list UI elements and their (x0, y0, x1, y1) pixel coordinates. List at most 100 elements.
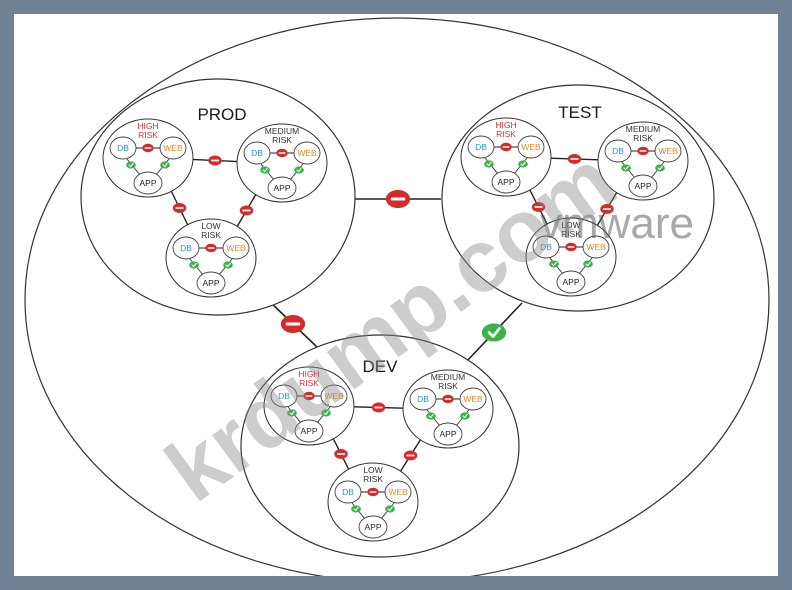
allow-icon-check (387, 506, 393, 512)
deny-icon-bar (603, 208, 611, 210)
web-node: WEB (159, 136, 187, 160)
app-node-circle (556, 270, 586, 294)
deny-icon-bar (502, 146, 510, 148)
deny-icon (371, 402, 386, 413)
db-node-circle (334, 480, 362, 504)
deny-icon (276, 148, 288, 158)
web-node-circle (222, 236, 250, 260)
link-prod-test (355, 190, 441, 208)
zone-risk-label: RISK (138, 130, 158, 140)
db-node-label: DB (180, 243, 192, 253)
web-node-circle (459, 387, 487, 411)
db-node-label: DB (342, 487, 354, 497)
web-node: WEB (654, 139, 682, 163)
allow-icon-shape (160, 161, 170, 169)
deny-icon (239, 205, 254, 216)
allow-icon-check (262, 167, 268, 173)
deny-icon (208, 155, 222, 166)
deny-icon (500, 142, 512, 152)
zone-risk-label: RISK (299, 378, 319, 388)
allow-icon (160, 161, 170, 169)
allow-icon-shape (294, 166, 304, 174)
deny-icon-bar (144, 147, 152, 149)
allow-icon-check (128, 162, 134, 168)
zone-risk-label: LOW (561, 220, 580, 230)
db-node: DB (172, 236, 200, 260)
web-node-circle (582, 235, 610, 259)
db-node: DB (532, 235, 560, 259)
deny-icon (280, 315, 306, 333)
db-node: DB (243, 141, 271, 165)
allow-icon-check (428, 413, 434, 419)
web-node-label: WEB (521, 142, 541, 152)
allow-icon-check (162, 162, 168, 168)
web-node: WEB (320, 384, 348, 408)
allow-icon-shape (426, 412, 436, 420)
deny-icon (403, 450, 418, 461)
deny-icon (565, 242, 577, 252)
web-node-label: WEB (324, 391, 344, 401)
environment-label: PROD (197, 105, 246, 124)
deny-icon-bar (390, 197, 406, 201)
db-node-label: DB (612, 146, 624, 156)
web-node-label: WEB (297, 148, 317, 158)
allow-icon-check (623, 165, 629, 171)
deny-icon (172, 203, 187, 213)
zone-risk-label: HIGH (298, 369, 319, 379)
zone-risk-label: RISK (363, 474, 383, 484)
deny-icon-bar (207, 247, 215, 249)
db-node: DB (409, 387, 437, 411)
deny-icon-bar (406, 454, 415, 457)
allow-icon-shape (126, 161, 136, 169)
app-node: APP (196, 271, 226, 295)
deny-icon (385, 190, 411, 208)
allow-icon-check (191, 262, 197, 268)
app-node-circle (267, 176, 297, 200)
web-node: WEB (582, 235, 610, 259)
allow-icon (655, 164, 665, 172)
allow-icon (621, 164, 631, 172)
zone-risk-label: RISK (438, 381, 458, 391)
allow-icon-check (551, 261, 557, 267)
deny-icon (367, 487, 379, 497)
app-node-label: APP (634, 181, 651, 191)
app-node-circle (491, 170, 521, 194)
db-node-circle (604, 139, 632, 163)
web-node-circle (654, 139, 682, 163)
allow-icon-check (289, 410, 295, 416)
allow-icon-shape (385, 505, 395, 513)
deny-icon (334, 449, 348, 459)
allow-icon-shape (223, 261, 233, 269)
deny-icon-bar (305, 395, 313, 397)
allow-icon (518, 160, 528, 168)
outer-boundary (24, 17, 770, 576)
zone-risk-label: LOW (363, 465, 382, 475)
allow-icon-check (486, 161, 492, 167)
web-node: WEB (384, 480, 412, 504)
web-node-circle (320, 384, 348, 408)
db-node-circle (270, 384, 298, 408)
web-node: WEB (293, 141, 321, 165)
app-node-circle (433, 422, 463, 446)
deny-icon (637, 146, 649, 156)
web-node-label: WEB (658, 146, 678, 156)
zone-risk-label: MEDIUM (431, 372, 465, 382)
app-node: APP (433, 422, 463, 446)
web-node-label: WEB (586, 242, 606, 252)
app-node-label: APP (439, 429, 456, 439)
allow-icon (549, 260, 559, 268)
allow-icon-shape (655, 164, 665, 172)
db-node-label: DB (475, 142, 487, 152)
allow-icon (426, 412, 436, 420)
deny-icon (205, 243, 217, 253)
deny-icon-bar (278, 152, 286, 154)
deny-icon (567, 154, 582, 164)
web-node-circle (293, 141, 321, 165)
